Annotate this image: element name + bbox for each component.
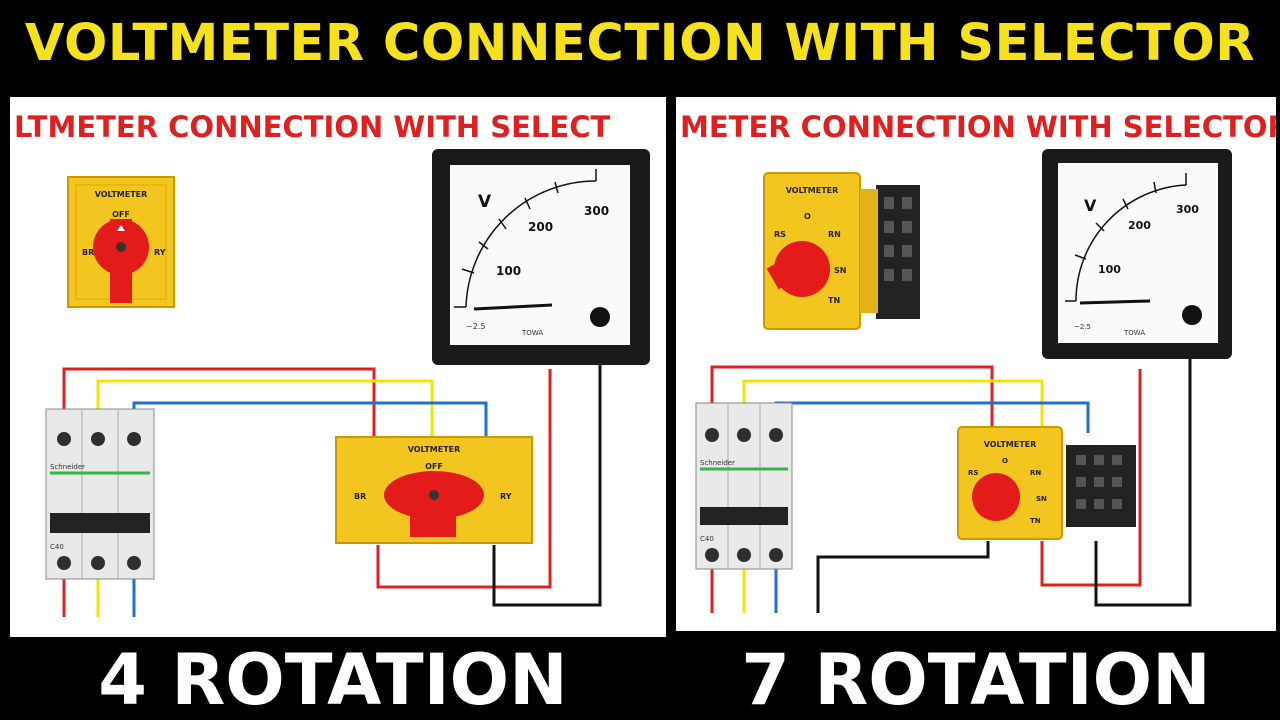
wiring [62, 365, 602, 617]
right-diagram-panel: METER CONNECTION WITH SELECTOR VOLTMETER… [672, 93, 1280, 635]
circuit-breaker-right: Schneider C40 [695, 402, 793, 570]
large-switch-off: OFF [425, 462, 443, 471]
rotary-selector-switch-lower: VOLTMETER O RS RN SN TN [957, 426, 1136, 540]
voltmeter: V 100 200 300 ~2.5 TOWA [432, 149, 650, 365]
meter-right-unit: V [1084, 196, 1097, 215]
rotary-pos-rs: RS [774, 230, 786, 239]
breaker-right-rating: C40 [700, 535, 714, 543]
large-switch-label: VOLTMETER [408, 445, 461, 454]
left-diagram: LTMETER CONNECTION WITH SELECT VOLTMETER… [14, 110, 650, 617]
circuit-breaker: Schneider C40 [45, 408, 155, 580]
meter-unit: V [478, 192, 492, 212]
lower-switch-label: VOLTMETER [984, 440, 1037, 449]
meter-needle [473, 303, 553, 311]
right-footer-label: 7 ROTATION [741, 640, 1211, 720]
meter-brand: TOWA [521, 329, 543, 337]
large-switch-ry: RY [500, 492, 512, 501]
lower-rotary-knob [972, 473, 1020, 521]
voltmeter-right: V 100 200 300 ~2.5 TOWA [1042, 149, 1232, 359]
rotary-selector-switch: VOLTMETER O RS RN SN TN [763, 172, 920, 330]
switch-cam-body [876, 185, 920, 319]
rotary-pos-o: O [804, 212, 811, 221]
meter-right-tick-100: 100 [1098, 263, 1121, 276]
left-footer-label: 4 ROTATION [98, 640, 568, 720]
banner: VOLTMETER CONNECTION WITH SELECTOR [0, 0, 1280, 86]
right-panel-title: METER CONNECTION WITH SELECTOR [680, 110, 1276, 144]
meter-right-adjust-screw [1182, 305, 1202, 325]
left-diagram-panel: LTMETER CONNECTION WITH SELECT VOLTMETER… [6, 93, 670, 641]
lower-pos-tn: TN [1030, 517, 1041, 525]
small-selector-switch: VOLTMETER OFF BR RY [67, 176, 175, 308]
lower-pos-sn: SN [1036, 495, 1047, 503]
meter-tick-300: 300 [584, 204, 609, 218]
right-footer: 7 ROTATION [672, 640, 1280, 720]
small-switch-br: BR [82, 248, 94, 257]
lower-pos-o: O [1002, 457, 1008, 465]
meter-tick-200: 200 [528, 220, 553, 234]
large-switch-br: BR [354, 492, 366, 501]
rotary-pos-rn: RN [828, 230, 841, 239]
large-selector-switch: VOLTMETER OFF BR RY [335, 436, 533, 544]
breaker-brand: Schneider [50, 463, 85, 471]
meter-footnote: ~2.5 [466, 322, 485, 331]
meter-right-tick-300: 300 [1176, 203, 1199, 216]
breaker-right-brand: Schneider [700, 459, 735, 467]
meter-right-brand: TOWA [1123, 329, 1145, 337]
right-diagram: METER CONNECTION WITH SELECTOR VOLTMETER… [680, 110, 1276, 613]
small-switch-off: OFF [112, 210, 130, 219]
lower-pos-rn: RN [1030, 469, 1041, 477]
rotary-pos-sn: SN [834, 266, 846, 275]
left-panel-title: LTMETER CONNECTION WITH SELECT [14, 110, 611, 144]
meter-right-needle [1079, 299, 1151, 305]
left-footer: 4 ROTATION [0, 640, 666, 720]
meter-adjust-screw [590, 307, 610, 327]
breaker-rating: C40 [50, 543, 64, 551]
rotary-switch-label: VOLTMETER [786, 186, 839, 195]
meter-right-tick-200: 200 [1128, 219, 1151, 232]
lower-pos-rs: RS [968, 469, 978, 477]
banner-title: VOLTMETER CONNECTION WITH SELECTOR [24, 13, 1256, 73]
rotary-pos-tn: TN [828, 296, 840, 305]
small-switch-label: VOLTMETER [95, 190, 148, 199]
small-switch-ry: RY [154, 248, 166, 257]
meter-right-footnote: ~2.5 [1074, 323, 1091, 331]
meter-tick-100: 100 [496, 264, 521, 278]
